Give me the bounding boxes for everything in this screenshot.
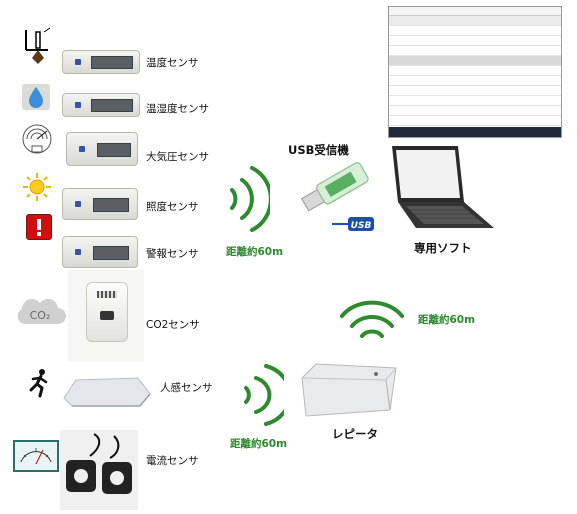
water-drop-icon xyxy=(22,84,50,110)
thermometer-icon xyxy=(22,26,52,66)
distance-label-right: 距離約60m xyxy=(418,314,476,326)
distance-label-upper: 距離約60m xyxy=(226,246,284,258)
ammeter-icon xyxy=(13,440,59,472)
co2-cloud-icon: CO₂ xyxy=(14,296,66,330)
wireless-signal-icon-lower xyxy=(238,360,292,430)
alarm-sensor-device xyxy=(62,236,138,268)
sensor-label-temp-humidity: 温湿度センサ xyxy=(146,103,209,115)
laptop-icon xyxy=(384,142,496,234)
sensor-label-illuminance: 照度センサ xyxy=(146,201,199,213)
illuminance-sensor-device xyxy=(62,188,138,220)
barometer-icon xyxy=(20,122,54,156)
sensor-label-temperature: 温度センサ xyxy=(146,57,199,69)
pressure-sensor-device xyxy=(66,132,138,166)
alarm-icon xyxy=(26,214,52,240)
repeater-label: レピータ xyxy=(332,427,378,441)
current-sensor-device xyxy=(60,430,138,510)
sensor-label-pressure: 大気圧センサ xyxy=(146,151,209,163)
usb-logo-text: USB xyxy=(351,221,372,231)
wireless-signal-icon-upper xyxy=(224,160,273,238)
co2-cloud-text: CO₂ xyxy=(30,309,51,322)
software-label: 専用ソフト xyxy=(414,241,472,255)
sensor-label-current: 電流センサ xyxy=(146,455,199,467)
running-person-icon xyxy=(26,368,52,398)
distance-label-lower: 距離約60m xyxy=(230,438,288,450)
sensor-label-co2: CO2センサ xyxy=(146,319,200,331)
wireless-signal-icon-right xyxy=(336,300,408,344)
sun-icon xyxy=(22,172,52,202)
sensor-label-motion: 人感センサ xyxy=(160,382,213,394)
usb-receiver-label: USB受信機 xyxy=(288,143,349,157)
humidity-sensor-device xyxy=(62,93,140,117)
usb-logo-icon: USB xyxy=(332,214,376,234)
sensor-label-alarm: 警報センサ xyxy=(146,248,199,260)
co2-sensor-device xyxy=(68,270,144,362)
temperature-sensor-device xyxy=(62,50,140,74)
motion-sensor-device xyxy=(60,372,152,410)
usb-receiver-device xyxy=(288,160,378,222)
repeater-device xyxy=(296,360,400,420)
software-screenshot xyxy=(388,6,562,138)
